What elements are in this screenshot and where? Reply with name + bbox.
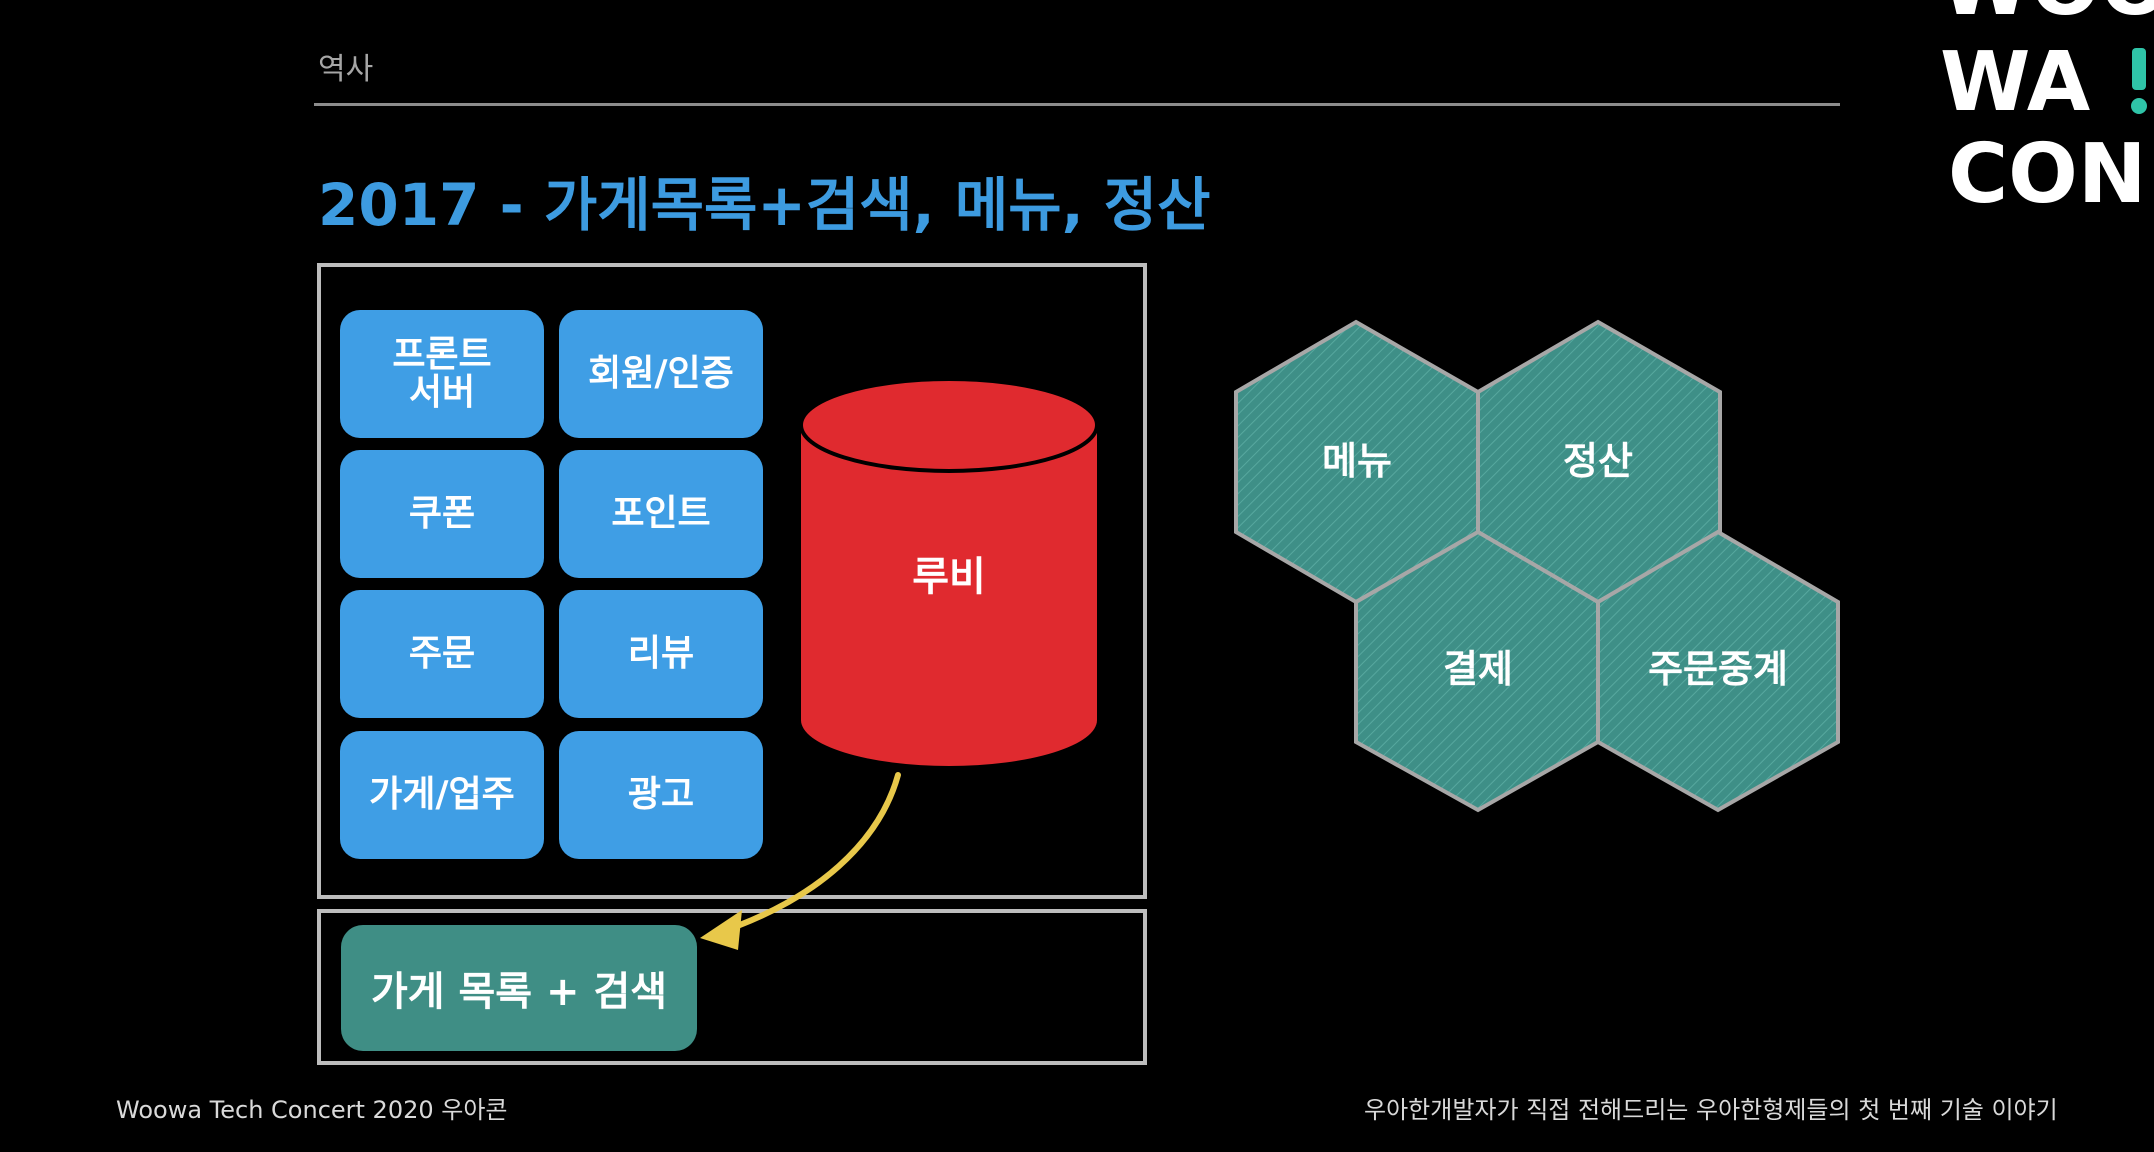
logo-line-2: WA xyxy=(1940,35,2091,130)
hex-label-menu: 메뉴 xyxy=(1322,439,1392,483)
service-member-auth: 회원/인증 xyxy=(559,310,763,438)
service-ads: 광고 xyxy=(559,731,763,859)
service-store-owner: 가게/업주 xyxy=(340,731,544,859)
footer-left: Woowa Tech Concert 2020 우아콘 xyxy=(116,1096,508,1124)
logo-exclamation-bar xyxy=(2132,48,2146,90)
hex-label-order-relay: 주문중계 xyxy=(1648,647,1788,691)
logo-line-1: WOO xyxy=(1940,0,2154,34)
hexagon-payment-cell: 결제 xyxy=(1354,529,1600,813)
service-point: 포인트 xyxy=(559,450,763,578)
logo-exclamation-dot xyxy=(2131,98,2147,114)
section-label: 역사 xyxy=(318,52,374,87)
footer-right: 우아한개발자가 직접 전해드리는 우아한형제들의 첫 번째 기술 이야기 xyxy=(1364,1096,2058,1124)
service-order: 주문 xyxy=(340,590,544,718)
service-front-server: 프론트 서버 xyxy=(340,310,544,438)
store-list-search-box: 가게 목록 + 검색 xyxy=(341,925,697,1051)
hexagon-order-relay-cell: 주문중계 xyxy=(1596,529,1840,813)
slide-title: 2017 - 가게목록+검색, 메뉴, 정산 xyxy=(318,171,1211,239)
service-review: 리뷰 xyxy=(559,590,763,718)
logo-line-3: CON xyxy=(1948,127,2147,222)
arrow-db-to-search xyxy=(700,772,901,950)
service-coupon: 쿠폰 xyxy=(340,450,544,578)
database-label: 루비 xyxy=(912,554,986,600)
header-divider xyxy=(314,103,1840,106)
database-cylinder: 루비 xyxy=(799,377,1099,766)
monolith-container xyxy=(317,263,1147,899)
hex-label-payment: 결제 xyxy=(1443,647,1513,691)
hex-label-settlement: 정산 xyxy=(1563,439,1633,483)
woowacon-logo: WOO WA CON xyxy=(1940,0,2154,222)
separated-service-container xyxy=(317,909,1147,1065)
